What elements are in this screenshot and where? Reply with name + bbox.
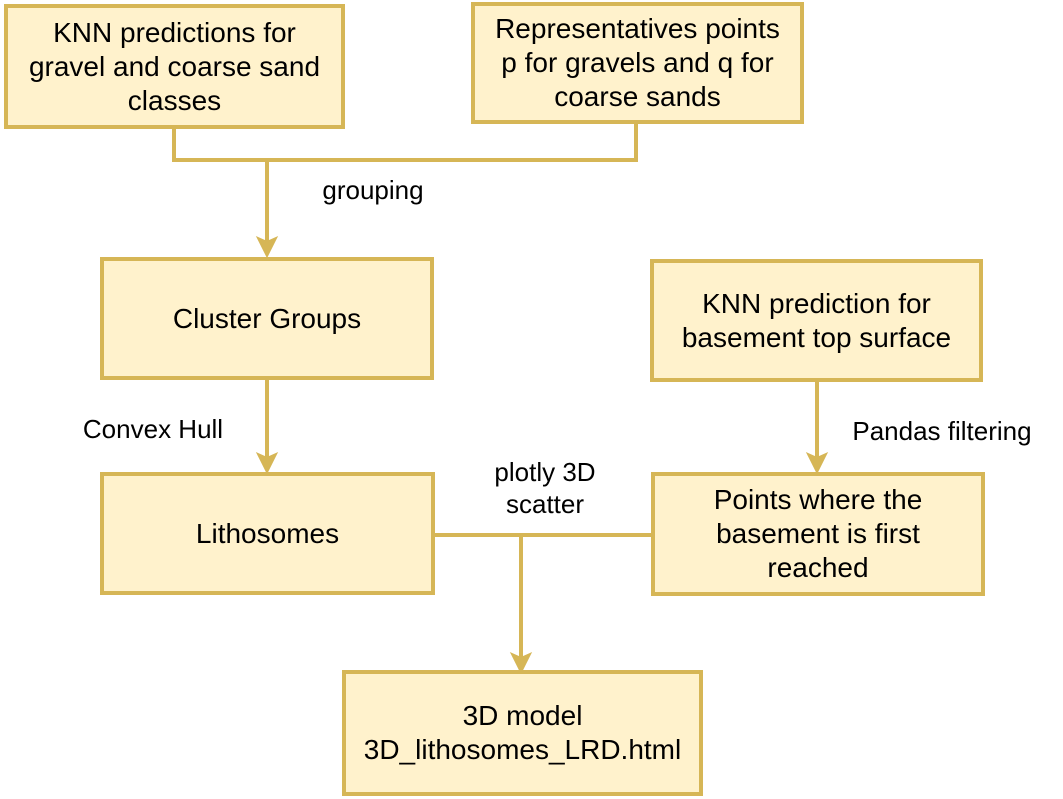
- node-lithosomes: Lithosomes: [100, 472, 435, 595]
- node-knn-gravel-predictions: KNN predictions for gravel and coarse sa…: [4, 4, 345, 129]
- edge-label-convex-hull: Convex Hull: [68, 413, 238, 445]
- node-basement-first-reached: Points where the basement is first reach…: [651, 472, 985, 596]
- arrowhead-points: [805, 451, 829, 475]
- arrowhead-lithosomes: [255, 451, 279, 475]
- edge-knn-gravel-to-merge: [172, 121, 638, 162]
- node-cluster-groups: Cluster Groups: [100, 257, 434, 380]
- node-representative-points: Representatives points p for gravels and…: [471, 2, 804, 124]
- edge-label-grouping: grouping: [310, 174, 436, 206]
- node-knn-basement-prediction: KNN prediction for basement top surface: [650, 259, 983, 382]
- edge-label-plotly-3d-scatter: plotly 3D scatter: [494, 457, 596, 519]
- arrowhead-cluster-groups: [255, 235, 279, 259]
- node-3d-model: 3D model 3D_lithosomes_LRD.html: [342, 670, 703, 796]
- edge-label-pandas-filtering: Pandas filtering: [834, 415, 1050, 447]
- arrowhead-3d-model: [509, 651, 533, 675]
